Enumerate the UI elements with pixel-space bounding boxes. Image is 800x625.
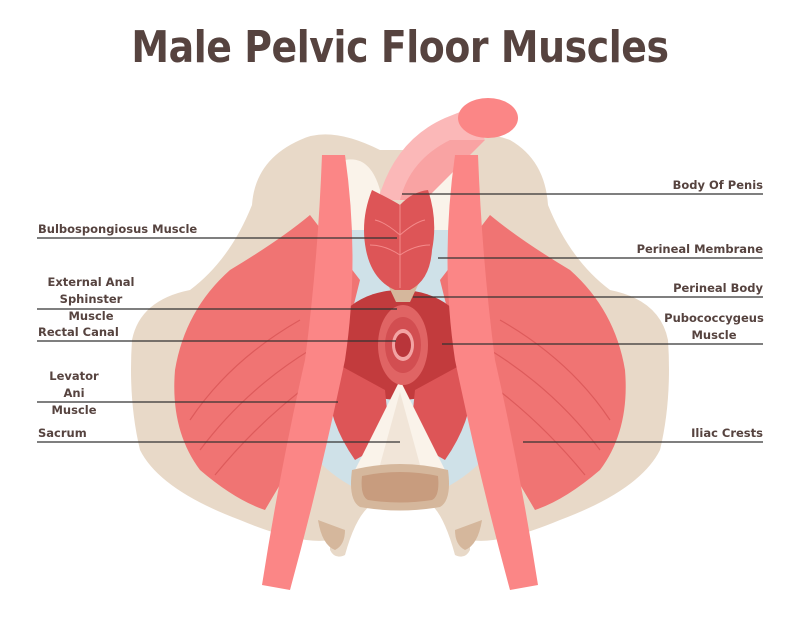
label-bulbospongiosus: Bulbospongiosus Muscle bbox=[38, 222, 198, 236]
leader-lines bbox=[37, 193, 763, 443]
label-levator-ani: Levator Ani Muscle bbox=[49, 369, 99, 417]
ischial-tip-left bbox=[318, 520, 345, 550]
ischial-tip-right bbox=[455, 520, 482, 550]
iliac-band-left bbox=[262, 155, 353, 590]
diagram-title: Male Pelvic Floor Muscles bbox=[131, 22, 669, 73]
label-perineal-body: Perineal Body bbox=[673, 281, 763, 295]
label-iliac-crests: Iliac Crests bbox=[691, 426, 763, 440]
label-perineal-membrane: Perineal Membrane bbox=[636, 242, 763, 256]
glans-shape bbox=[458, 98, 518, 138]
label-rectal-canal: Rectal Canal bbox=[38, 325, 119, 339]
label-sacrum: Sacrum bbox=[38, 426, 87, 440]
label-pubococcygeus: Pubococcygeus Muscle bbox=[664, 311, 764, 342]
label-external-anal-sphincter: External Anal Sphinster Muscle bbox=[47, 275, 135, 323]
bulbospongiosus-shape bbox=[364, 190, 435, 290]
iliac-band-right bbox=[447, 155, 538, 590]
label-body-of-penis: Body Of Penis bbox=[672, 178, 763, 192]
